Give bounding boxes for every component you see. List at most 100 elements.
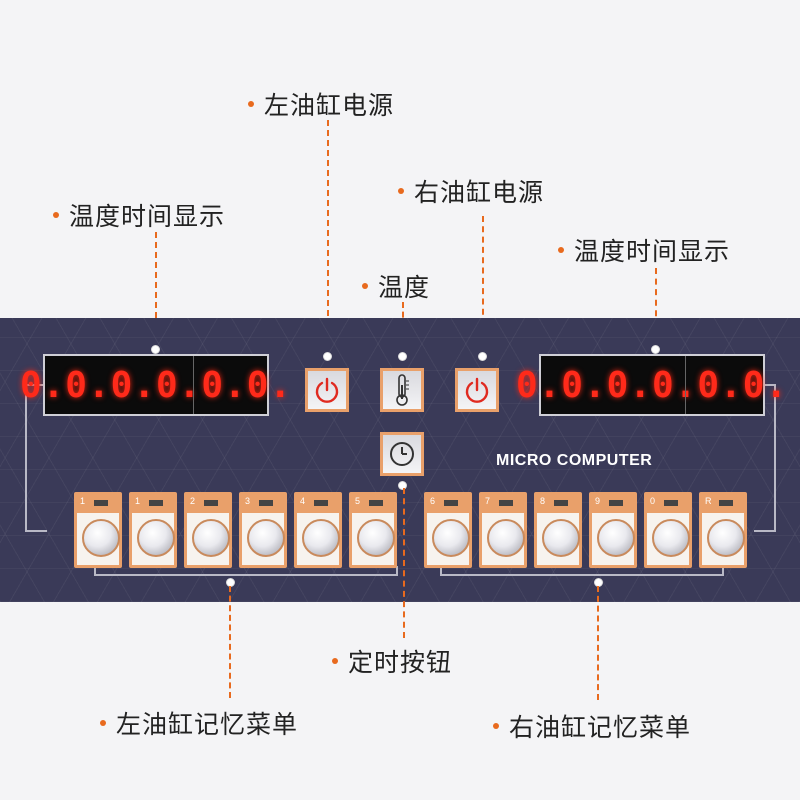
leader-line [327, 120, 329, 356]
memory-indicator-led [609, 500, 623, 506]
memory-button-number: 2 [190, 496, 196, 506]
memory-indicator-led [314, 500, 328, 506]
display-separator [685, 356, 686, 414]
memory-indicator-led [149, 500, 163, 506]
right-power-button[interactable] [455, 368, 499, 412]
memory-button-5[interactable]: 4 [294, 492, 342, 568]
memory-button-number: 5 [355, 496, 361, 506]
left-temp-time-display: 0.0.0.0.0.0. [20, 354, 291, 416]
memory-button-3[interactable]: 2 [184, 492, 232, 568]
memory-button-tab: 7 [482, 495, 524, 513]
callout-timer-label: 定时按钮 [348, 648, 453, 677]
memory-button-7[interactable]: 6 [424, 492, 472, 568]
memory-button-knob[interactable] [137, 519, 175, 557]
anchor-dot [398, 481, 407, 490]
wire [25, 384, 47, 532]
callout-right-display-label: 温度时间显示 [574, 237, 731, 266]
memory-button-1[interactable]: 1 [74, 492, 122, 568]
memory-button-12[interactable]: R [699, 492, 747, 568]
memory-button-knob[interactable] [597, 519, 635, 557]
memory-button-knob[interactable] [82, 519, 120, 557]
memory-button-knob[interactable] [302, 519, 340, 557]
wire [754, 384, 776, 532]
callout-left-memory-label: 左油缸记忆菜单 [116, 710, 299, 739]
memory-button-10[interactable]: 9 [589, 492, 637, 568]
wire [94, 566, 398, 576]
anchor-dot [323, 352, 332, 361]
memory-button-knob[interactable] [192, 519, 230, 557]
bullet-dot [332, 658, 338, 664]
bullet-dot [248, 101, 254, 107]
memory-button-knob[interactable] [652, 519, 690, 557]
callout-right-display: 温度时间显示 [558, 232, 730, 268]
memory-button-number: R [705, 496, 712, 506]
leader-line [403, 488, 405, 638]
left-display-digits: 0.0.0.0.0.0. [19, 364, 293, 406]
memory-button-tab: 5 [352, 495, 394, 513]
timer-button[interactable] [380, 432, 424, 476]
memory-button-4[interactable]: 3 [239, 492, 287, 568]
memory-button-number: 6 [430, 496, 436, 506]
left-power-button[interactable] [305, 368, 349, 412]
memory-button-knob[interactable] [707, 519, 745, 557]
callout-temperature: 温度 [362, 268, 430, 304]
memory-indicator-led [444, 500, 458, 506]
memory-button-6[interactable]: 5 [349, 492, 397, 568]
memory-button-tab: 1 [77, 495, 119, 513]
memory-button-tab: 4 [297, 495, 339, 513]
anchor-dot [651, 345, 660, 354]
leader-line [482, 216, 484, 356]
memory-button-knob[interactable] [487, 519, 525, 557]
memory-button-tab: 1 [132, 495, 174, 513]
thermometer-icon [396, 374, 409, 406]
bullet-dot [100, 720, 106, 726]
leader-line [655, 268, 657, 348]
callout-left-display: 温度时间显示 [53, 197, 225, 233]
memory-button-number: 7 [485, 496, 491, 506]
memory-button-number: 4 [300, 496, 306, 506]
memory-button-tab: 2 [187, 495, 229, 513]
callout-right-memory-label: 右油缸记忆菜单 [509, 713, 692, 742]
memory-button-number: 3 [245, 496, 251, 506]
callout-left-power: 左油缸电源 [248, 86, 394, 122]
brand-label: MICRO COMPUTER [496, 452, 653, 469]
memory-button-number: 0 [650, 496, 656, 506]
anchor-dot [398, 352, 407, 361]
display-separator [193, 356, 194, 414]
bullet-dot [53, 212, 59, 218]
leader-line [155, 232, 157, 348]
memory-button-knob[interactable] [542, 519, 580, 557]
memory-indicator-led [664, 500, 678, 506]
memory-button-knob[interactable] [357, 519, 395, 557]
memory-button-tab: 8 [537, 495, 579, 513]
bullet-dot [493, 723, 499, 729]
memory-button-number: 1 [135, 496, 141, 506]
memory-button-number: 8 [540, 496, 546, 506]
memory-button-knob[interactable] [432, 519, 470, 557]
memory-indicator-led [499, 500, 513, 506]
memory-indicator-led [94, 500, 108, 506]
bullet-dot [362, 283, 368, 289]
wire [440, 566, 724, 576]
memory-button-11[interactable]: 0 [644, 492, 692, 568]
callout-left-power-label: 左油缸电源 [264, 91, 395, 120]
temperature-button[interactable] [380, 368, 424, 412]
callout-temperature-label: 温度 [378, 273, 431, 302]
memory-button-9[interactable]: 8 [534, 492, 582, 568]
leader-line [597, 586, 599, 700]
memory-button-tab: 6 [427, 495, 469, 513]
power-icon [465, 377, 489, 403]
memory-button-8[interactable]: 7 [479, 492, 527, 568]
callout-left-display-label: 温度时间显示 [69, 202, 226, 231]
memory-indicator-led [259, 500, 273, 506]
callout-right-power: 右油缸电源 [398, 173, 544, 209]
memory-button-tab: 3 [242, 495, 284, 513]
memory-indicator-led [369, 500, 383, 506]
memory-button-knob[interactable] [247, 519, 285, 557]
callout-timer: 定时按钮 [332, 643, 452, 679]
bullet-dot [558, 247, 564, 253]
memory-button-2[interactable]: 1 [129, 492, 177, 568]
anchor-dot [478, 352, 487, 361]
memory-button-tab: 9 [592, 495, 634, 513]
callout-right-memory: 右油缸记忆菜单 [493, 708, 691, 744]
